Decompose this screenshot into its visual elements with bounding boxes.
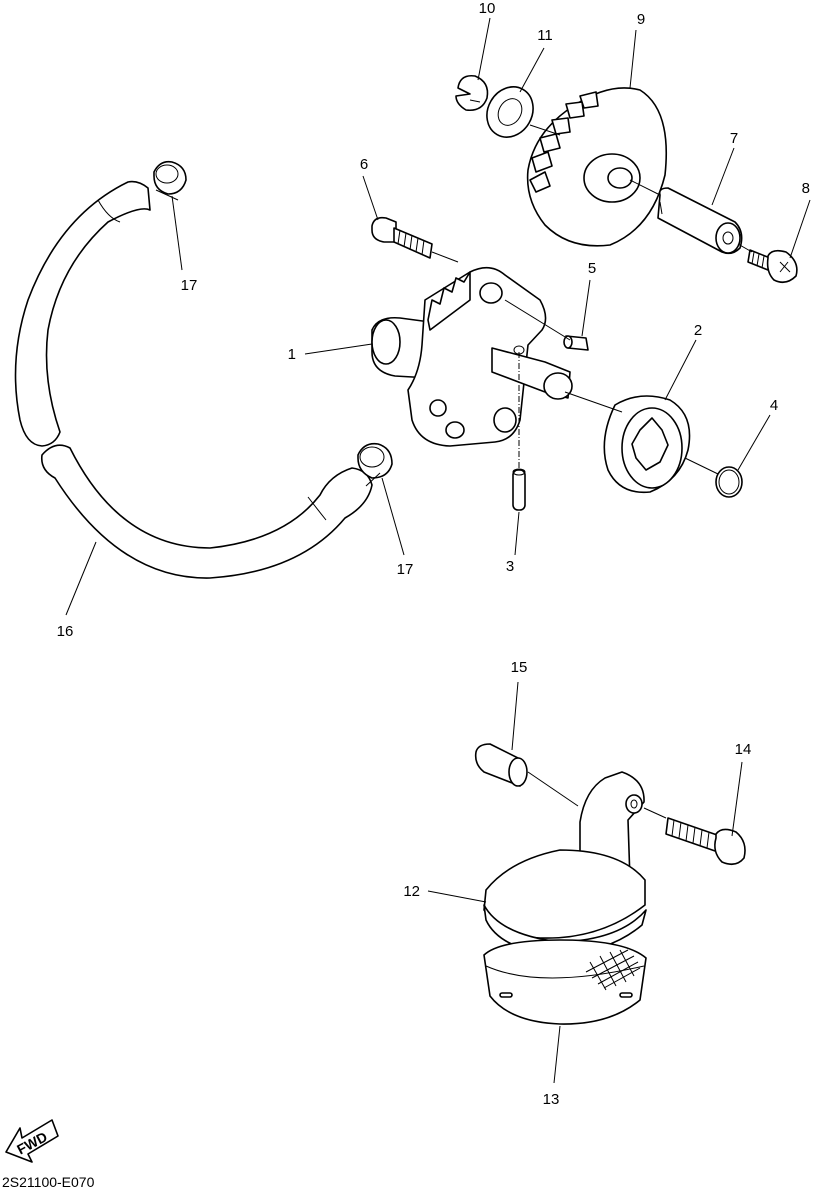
callout-4: 4 bbox=[770, 397, 778, 414]
part-14-bolt[interactable] bbox=[665, 817, 746, 866]
assembly-lines bbox=[155, 99, 753, 819]
part-4-circlip[interactable] bbox=[715, 466, 743, 498]
part-17-clamp-lower[interactable] bbox=[357, 442, 393, 479]
part-16-oil-hose[interactable] bbox=[14, 180, 373, 579]
callout-6: 6 bbox=[360, 156, 368, 173]
callout-13: 13 bbox=[543, 1091, 560, 1108]
fwd-arrow-icon: FWD bbox=[5, 1119, 59, 1163]
part-3-pin[interactable] bbox=[512, 468, 526, 511]
part-12-strainer-housing[interactable] bbox=[483, 771, 647, 956]
callout-11: 11 bbox=[537, 27, 553, 44]
part-5-dowel-pin[interactable] bbox=[563, 335, 589, 351]
callout-2: 2 bbox=[694, 322, 702, 339]
callout-8: 8 bbox=[802, 180, 810, 197]
callout-7: 7 bbox=[730, 130, 738, 147]
callout-12: 12 bbox=[403, 883, 420, 900]
part-7-shaft[interactable] bbox=[657, 187, 743, 255]
callout-17-upper: 17 bbox=[181, 277, 198, 294]
part-9-driven-gear[interactable] bbox=[526, 87, 668, 247]
callout-3: 3 bbox=[506, 558, 514, 575]
callout-labels: 1 2 3 4 5 6 7 8 9 10 11 12 13 14 15 16 1… bbox=[57, 0, 810, 1108]
callout-17-lower: 17 bbox=[397, 561, 414, 578]
callout-16: 16 bbox=[57, 623, 74, 640]
leader-lines bbox=[65, 17, 811, 1084]
diagram-code: 2S21100-E070 bbox=[2, 1174, 95, 1190]
part-2-pump-rotor[interactable] bbox=[603, 395, 691, 494]
part-1-oil-pump-assembly[interactable] bbox=[371, 266, 573, 447]
callout-10: 10 bbox=[479, 0, 496, 17]
part-13-strainer-screen[interactable] bbox=[483, 939, 647, 1025]
callout-9: 9 bbox=[637, 11, 645, 28]
part-6-bolt[interactable] bbox=[371, 216, 433, 259]
strainer-mesh-icon bbox=[585, 949, 641, 991]
callout-15: 15 bbox=[511, 659, 528, 676]
part-11-washer[interactable] bbox=[478, 78, 542, 145]
callout-14: 14 bbox=[735, 741, 752, 758]
part-8-screw[interactable] bbox=[747, 249, 798, 284]
part-10-circlip[interactable] bbox=[455, 74, 489, 112]
callout-5: 5 bbox=[588, 260, 596, 277]
part-15-collar[interactable] bbox=[474, 743, 528, 787]
part-17-clamp-upper[interactable] bbox=[153, 160, 187, 195]
callout-1: 1 bbox=[288, 346, 296, 363]
